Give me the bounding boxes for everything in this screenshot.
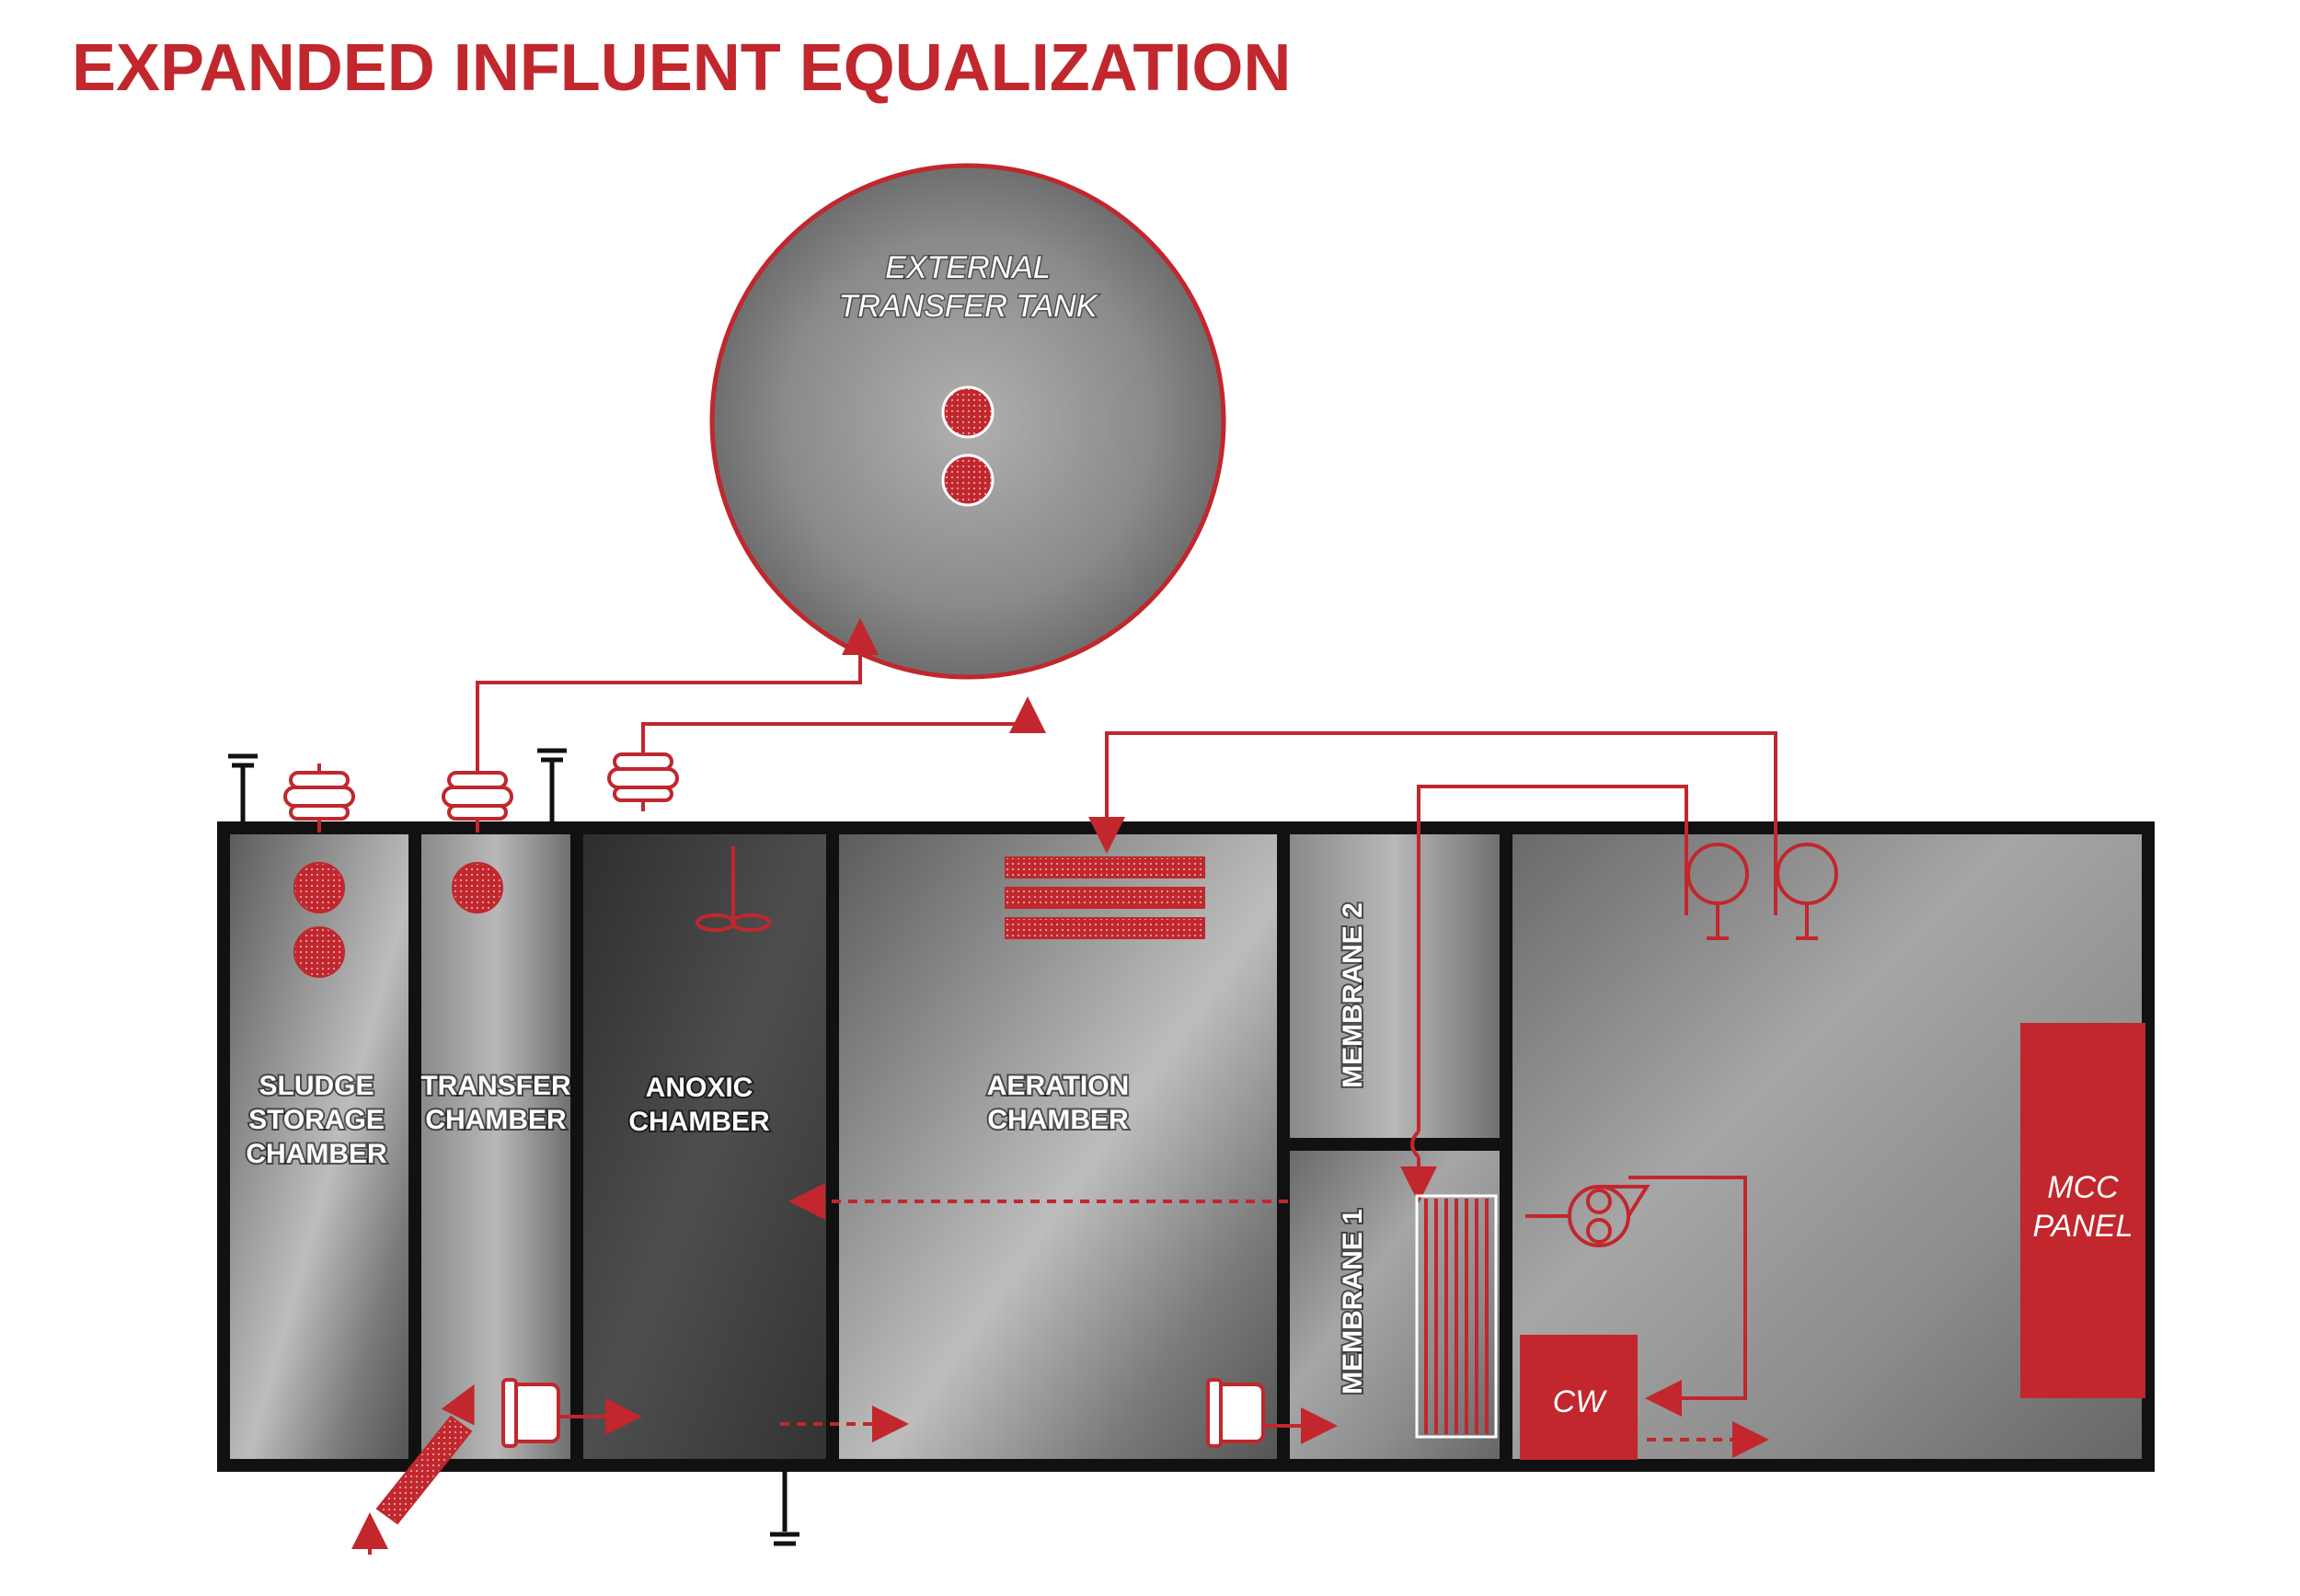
- mixer-icon: [696, 846, 771, 932]
- sludge-label-1: SLUDGE: [259, 1071, 374, 1101]
- transfer-label-1: TRANSFER: [420, 1071, 571, 1101]
- blower-icon: [1685, 843, 1749, 940]
- vent-icon: [537, 748, 567, 821]
- uv-icon: [1525, 1185, 1650, 1247]
- pump-icon: [293, 926, 345, 978]
- pump-icon: [452, 862, 503, 913]
- screen-icon: [351, 1384, 475, 1555]
- page-title: EXPANDED INFLUENT EQUALIZATION: [72, 31, 1291, 105]
- pump-icon: [501, 1378, 560, 1448]
- mcc-label-2: PANEL: [2033, 1209, 2133, 1244]
- diffuser-icon: [1005, 856, 1205, 939]
- pump-icon: [293, 862, 345, 913]
- transfer-chamber: [421, 834, 570, 1459]
- pump-icon: [941, 454, 995, 507]
- cw-unit: CW: [1520, 1335, 1638, 1460]
- sludge-label-3: CHAMBER: [246, 1139, 387, 1169]
- ground-icon: [770, 1472, 799, 1546]
- membrane-1-label: MEMBRANE 1: [1338, 1209, 1368, 1395]
- sludge-label-2: STORAGE: [248, 1105, 385, 1135]
- anoxic-label-1: ANOXIC: [646, 1073, 753, 1103]
- blower-icon: [283, 764, 355, 832]
- aeration-label-2: CHAMBER: [987, 1105, 1129, 1135]
- tank-label-line1: EXTERNAL: [885, 250, 1051, 285]
- aeration-label-1: AERATION: [987, 1071, 1129, 1101]
- blower-icon: [1774, 843, 1838, 940]
- transfer-label-2: CHAMBER: [425, 1105, 567, 1135]
- mcc-label-1: MCC: [2047, 1170, 2119, 1205]
- process-tank: [217, 821, 2155, 1472]
- membrane-2-label: MEMBRANE 2: [1338, 902, 1368, 1088]
- blower-icon: [607, 752, 679, 811]
- tank-label-line2: TRANSFER TANK: [839, 289, 1098, 324]
- cw-label: CW: [1553, 1384, 1608, 1419]
- pump-icon: [941, 385, 995, 439]
- anoxic-chamber: [583, 834, 826, 1459]
- vent-icon: [228, 753, 258, 821]
- pump-icon: [1206, 1378, 1265, 1448]
- membrane-icon: [1415, 1194, 1498, 1439]
- membrane-2-chamber: [1290, 834, 1500, 1138]
- anoxic-label-2: CHAMBER: [628, 1107, 770, 1137]
- mcc-panel: MCC PANEL: [2020, 1023, 2145, 1398]
- external-transfer-tank: EXTERNAL TRANSFER TANK: [709, 163, 1226, 680]
